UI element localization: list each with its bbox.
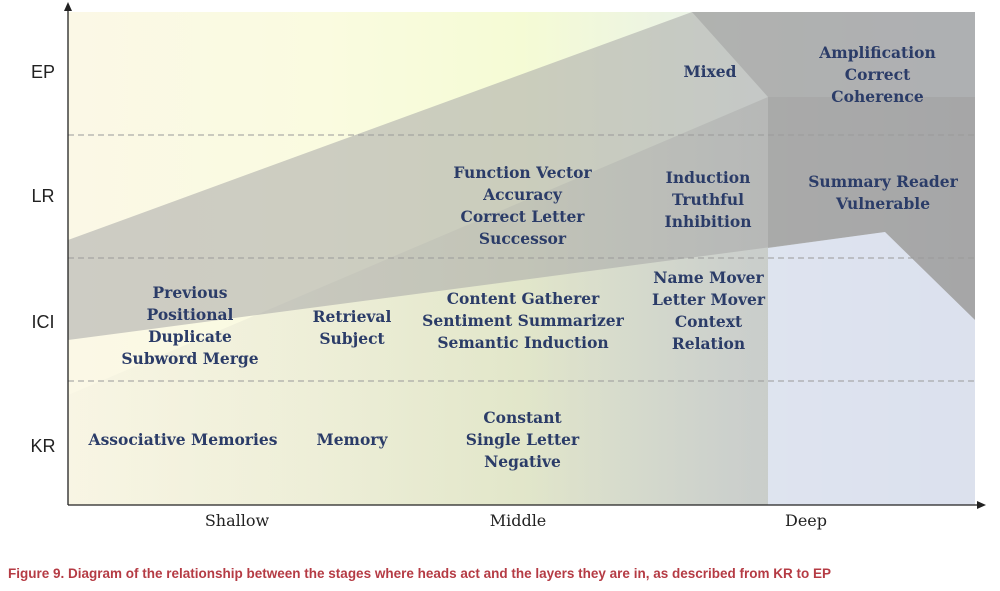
head-type-label: Constant xyxy=(483,408,562,427)
head-type-label: Vulnerable xyxy=(835,194,931,213)
head-type-label: Memory xyxy=(316,430,388,449)
head-type-label: Correct Letter xyxy=(460,207,585,226)
head-type-label: Retrieval xyxy=(312,307,392,326)
head-type-label: Sentiment Summarizer xyxy=(422,311,624,330)
head-type-label: Mixed xyxy=(683,62,737,81)
stage-label-lr: LR xyxy=(31,186,55,206)
head-type-label: Truthful xyxy=(671,190,745,209)
head-type-label: Function Vector xyxy=(453,163,592,182)
cell-kr-memory: Memory xyxy=(302,429,402,451)
figure-caption: Figure 9. Diagram of the relationship be… xyxy=(8,566,831,581)
head-type-label: Content Gatherer xyxy=(446,289,600,308)
head-type-label: Coherence xyxy=(831,87,924,106)
x-axis-arrow-icon xyxy=(977,501,986,509)
head-type-label: Induction xyxy=(665,168,751,187)
head-type-label: Letter Mover xyxy=(651,290,766,309)
head-type-label: Duplicate xyxy=(148,327,232,346)
head-type-label: Previous xyxy=(152,283,228,302)
head-type-label: Subject xyxy=(319,329,385,348)
head-type-label: Successor xyxy=(478,229,567,248)
depth-label-deep: Deep xyxy=(784,511,827,530)
head-type-label: Name Mover xyxy=(653,268,764,287)
y-axis-arrow-icon xyxy=(64,2,72,11)
head-type-label: Subword Merge xyxy=(121,349,259,368)
head-type-label: Positional xyxy=(146,305,234,324)
depth-label-shallow: Shallow xyxy=(204,511,270,530)
stage-label-ep: EP xyxy=(30,62,55,82)
stage-band-upper-core xyxy=(692,12,975,320)
stage-label-kr: KR xyxy=(30,436,56,456)
head-type-label: Negative xyxy=(484,452,561,471)
cell-kr-associative-memories: Associative Memories xyxy=(83,429,283,451)
stage-label-ici: ICI xyxy=(31,312,55,332)
head-type-label: Amplification xyxy=(819,43,936,62)
head-type-label: Correct xyxy=(844,65,911,84)
cell-ep-mixed: Mixed xyxy=(660,61,760,83)
head-type-label: Single Letter xyxy=(465,430,580,449)
deep-light-region xyxy=(768,232,975,505)
head-type-label: Inhibition xyxy=(664,212,752,231)
depth-label-middle: Middle xyxy=(489,511,547,530)
stage-band-upper xyxy=(68,12,975,340)
head-type-label: Semantic Induction xyxy=(437,333,609,352)
head-type-label: Relation xyxy=(671,334,746,353)
head-type-label: Summary Reader xyxy=(808,172,958,191)
head-type-label: Accuracy xyxy=(483,185,562,204)
head-type-label: Context xyxy=(674,312,743,331)
head-type-label: Associative Memories xyxy=(88,430,278,449)
